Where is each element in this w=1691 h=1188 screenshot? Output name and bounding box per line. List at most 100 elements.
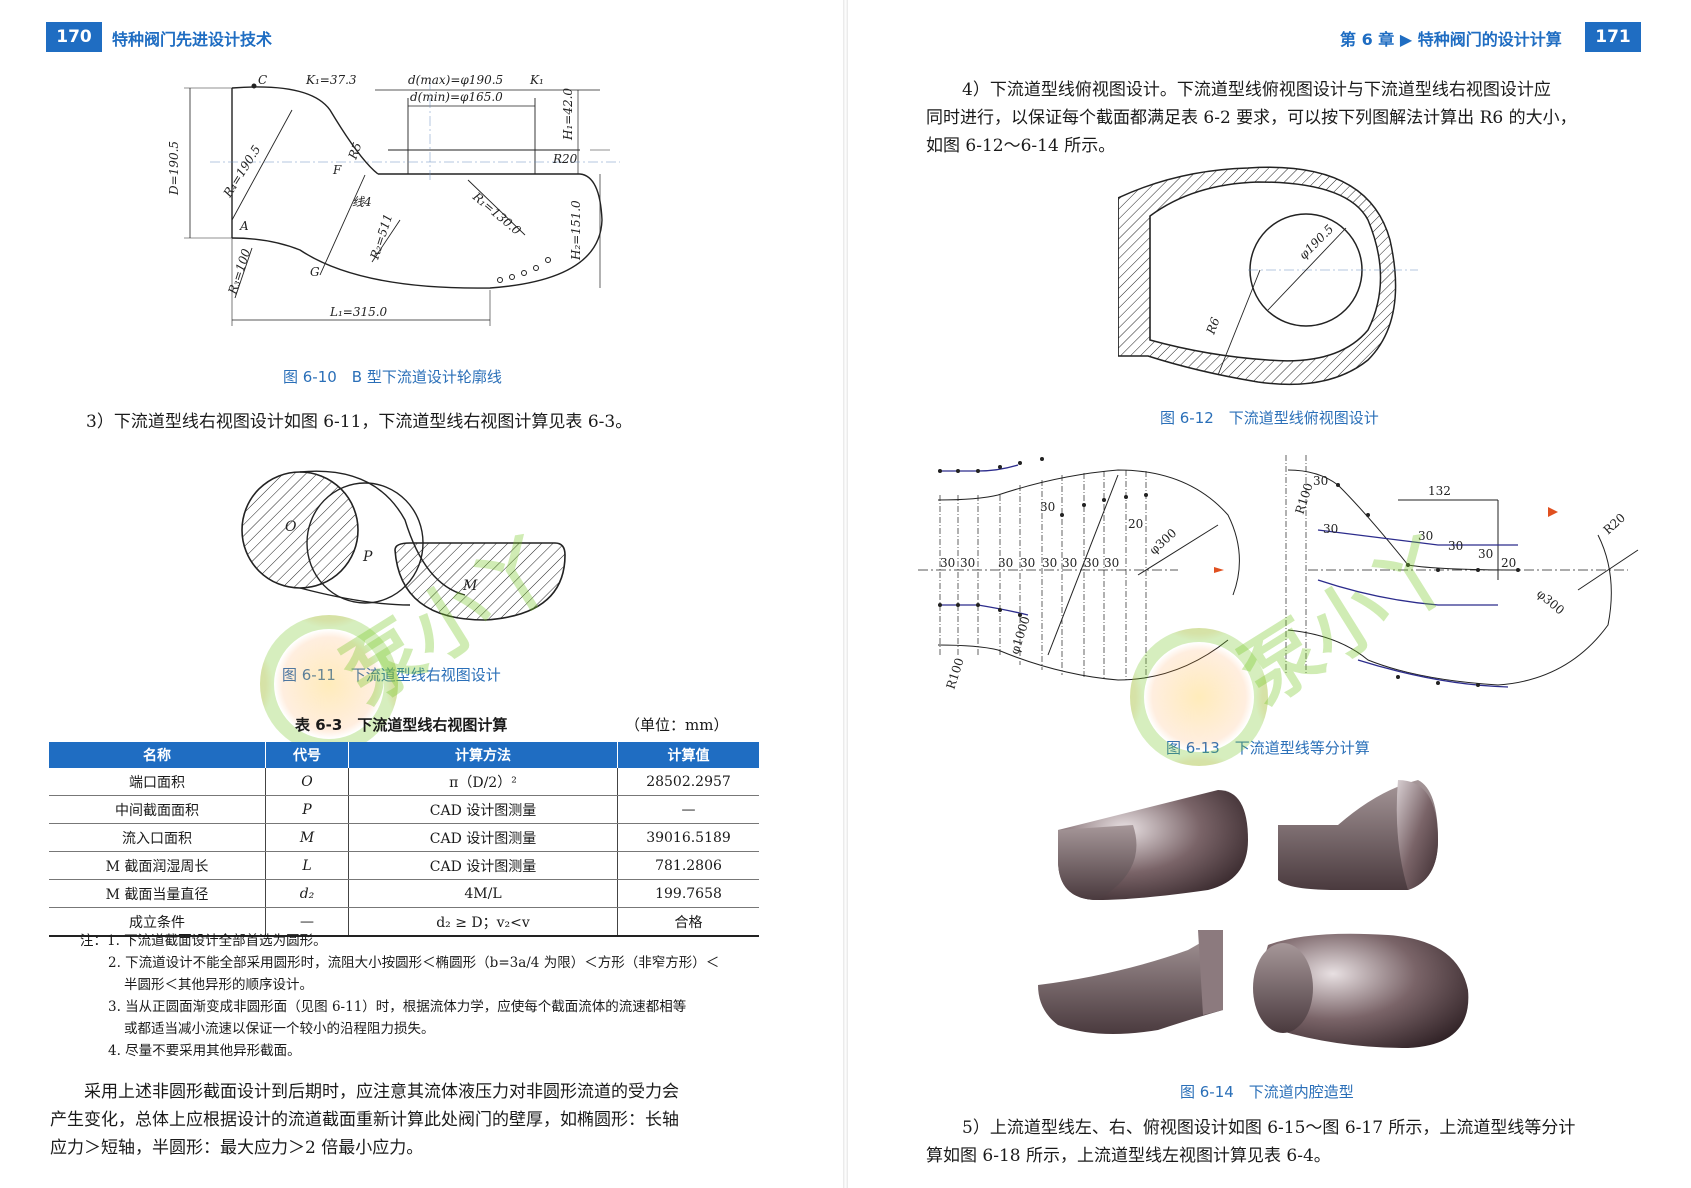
render-top-right xyxy=(1278,780,1438,890)
label-30: 30 xyxy=(1418,529,1433,543)
label-F: F xyxy=(332,163,342,177)
note-line: 注：1. 下流道截面设计全部首选为圆形。 xyxy=(80,933,327,949)
table-cell: 中间截面面积 xyxy=(49,795,266,824)
label-30: 30 xyxy=(1323,522,1338,536)
table-cell: d₂ ≥ D；v₂<v xyxy=(348,907,618,937)
paragraph-line: 算如图 6-18 所示，上流道型线左视图计算见表 6-4。 xyxy=(926,1146,1331,1166)
table-cell: M 截面当量直径 xyxy=(49,879,266,908)
label-H1: H₁=42.0 xyxy=(561,88,575,141)
label-C: C xyxy=(258,73,267,87)
label-K1: K₁=37.3 xyxy=(305,73,357,87)
label-d1000: φ1000 xyxy=(1008,615,1033,656)
label-D: D=190.5 xyxy=(167,141,181,196)
note-line: 3. 当从正圆面渐变成非圆形面（见图 6-11）时，根据流体力学，应使每个截面流… xyxy=(108,999,687,1015)
paragraph-line: 5）上流道型线左、右、俯视图设计如图 6-15～图 6-17 所示，上流道型线等… xyxy=(962,1118,1576,1138)
calculation-table: 名称 代号 计算方法 计算值 端口面积 O π（D/2）² 28502.2957… xyxy=(49,742,759,937)
table-cell: 合格 xyxy=(617,907,759,937)
label-R1: R₁=130.0 xyxy=(469,189,524,238)
label-30: 30 xyxy=(1084,556,1099,570)
figure-6-10-drawing: C K₁=37.3 d(max)=φ190.5 d(min)=φ165.0 K₁… xyxy=(167,73,620,326)
label-30: 30 xyxy=(1020,556,1035,570)
label-20: 20 xyxy=(1128,517,1143,531)
table-cell: M 截面润湿周长 xyxy=(49,851,266,880)
table-cell: P xyxy=(265,795,349,824)
label-P: P xyxy=(362,549,373,565)
figure-6-13-drawing: 30 30 30 30 30 30 30 30 30 20 φ300 φ1000… xyxy=(918,455,1639,691)
table-cell: π（D/2）² xyxy=(348,768,618,796)
label-O: O xyxy=(285,519,297,535)
label-30: 30 xyxy=(1478,547,1493,561)
note-line: 或都适当减小流速以保证一个较小的沿程阻力损失。 xyxy=(124,1021,435,1037)
figure-6-11-drawing: O P M xyxy=(241,470,566,621)
table-notes: 注：1. 下流道截面设计全部首选为圆形。 2. 下流道设计不能全部采用圆形时，流… xyxy=(80,930,719,1062)
table-cell: 端口面积 xyxy=(49,768,266,796)
note-line: 4. 尽量不要采用其他异形截面。 xyxy=(108,1043,301,1059)
label-K1b: K₁ xyxy=(529,73,544,87)
label-A: A xyxy=(239,219,249,233)
table-cell: L xyxy=(265,851,349,880)
label-M: M xyxy=(462,578,478,594)
table-row: M 截面当量直径 d₂ 4M/L 199.7658 xyxy=(49,879,759,908)
table-row: 端口面积 O π（D/2）² 28502.2957 xyxy=(49,768,759,796)
paragraph-line: 4）下流道型线俯视图设计。下流道型线俯视图设计与下流道型线右视图设计应 xyxy=(962,80,1551,100)
paragraph-line: 应力＞短轴，半圆形：最大应力＞2 倍最小应力。 xyxy=(50,1138,424,1158)
table-row: 流入口面积 M CAD 设计图测量 39016.5189 xyxy=(49,823,759,852)
label-30: 30 xyxy=(940,556,955,570)
table-cell: 39016.5189 xyxy=(617,823,759,852)
label-R20: R20 xyxy=(552,152,578,166)
label-R5: R5 xyxy=(345,141,364,162)
table-cell: — xyxy=(265,907,349,937)
table-cell: 28502.2957 xyxy=(617,768,759,796)
figure-6-14-caption: 图 6-14 下流道内腔造型 xyxy=(1180,1083,1354,1101)
watermark-logo-right xyxy=(1130,628,1268,766)
table-header: 代号 xyxy=(265,742,349,768)
render-bottom-right xyxy=(1253,933,1469,1048)
label-30: 30 xyxy=(1104,556,1119,570)
table-cell: 4M/L xyxy=(348,879,618,908)
table-cell: — xyxy=(617,795,759,824)
table-cell: CAD 设计图测量 xyxy=(348,795,618,824)
label-20: 20 xyxy=(1501,556,1516,570)
table-cell: d₂ xyxy=(265,879,349,908)
label-dmax: d(max)=φ190.5 xyxy=(408,73,503,87)
paragraph-4: 4）下流道型线俯视图设计。下流道型线俯视图设计与下流道型线右视图设计应 同时进行… xyxy=(926,76,1661,160)
paragraph-line: 如图 6-12～6-14 所示。 xyxy=(926,136,1116,156)
page-number-left: 170 xyxy=(46,22,102,52)
table-row: 成立条件 — d₂ ≥ D；v₂<v 合格 xyxy=(49,907,759,937)
table-header: 计算方法 xyxy=(348,742,618,768)
table-row: 中间截面面积 P CAD 设计图测量 — xyxy=(49,795,759,824)
label-R2: R₂=511 xyxy=(367,212,395,262)
label-line4: 线4 xyxy=(352,195,372,209)
table-header: 名称 xyxy=(49,742,266,768)
figure-6-12-caption: 图 6-12 下流道型线俯视图设计 xyxy=(1160,409,1379,427)
table-cell: 流入口面积 xyxy=(49,823,266,852)
figure-6-14-renders xyxy=(1038,780,1469,1048)
paragraph-line: 同时进行，以保证每个截面都满足表 6-2 要求，可以按下列图解法计算出 R6 的… xyxy=(926,108,1577,128)
figure-6-12-drawing: φ190.5 R6 xyxy=(1118,166,1418,386)
label-30: 30 xyxy=(1313,474,1328,488)
page-number-right: 171 xyxy=(1585,22,1641,52)
table-cell: 199.7658 xyxy=(617,879,759,908)
table-header-row: 名称 代号 计算方法 计算值 xyxy=(49,742,759,768)
left-page: 170 特种阀门先进设计技术 xyxy=(0,0,843,1188)
label-R4: R₄=190.5 xyxy=(220,143,263,201)
label-30: 30 xyxy=(960,556,975,570)
label-30: 30 xyxy=(998,556,1013,570)
chapter-header: 第 6 章 ▶ 特种阀门的设计计算 xyxy=(1340,30,1562,49)
label-d300: φ300 xyxy=(1534,587,1567,618)
table-cell: 781.2806 xyxy=(617,851,759,880)
paragraph-line: 产生变化，总体上应根据设计的流道截面重新计算此处阀门的壁厚，如椭圆形：长轴 xyxy=(50,1110,679,1130)
running-header-left: 特种阀门先进设计技术 xyxy=(112,30,273,49)
render-bottom-left xyxy=(1038,930,1223,1034)
book-spine xyxy=(843,0,848,1188)
table-cell: CAD 设计图测量 xyxy=(348,823,618,852)
label-30: 30 xyxy=(1062,556,1077,570)
table-cell: 成立条件 xyxy=(49,907,266,937)
right-page: 第 6 章 ▶ 特种阀门的设计计算 171 4）下流道型线俯视图设计。下流道型线… xyxy=(848,0,1691,1188)
table-cell: M xyxy=(265,823,349,852)
paragraph-5: 5）上流道型线左、右、俯视图设计如图 6-15～图 6-17 所示，上流道型线等… xyxy=(926,1114,1661,1170)
table-title: 表 6-3 下流道型线右视图计算 xyxy=(295,716,508,734)
label-dmin: d(min)=φ165.0 xyxy=(410,90,503,104)
label-132: 132 xyxy=(1428,484,1451,498)
label-L1: L₁=315.0 xyxy=(329,305,388,319)
